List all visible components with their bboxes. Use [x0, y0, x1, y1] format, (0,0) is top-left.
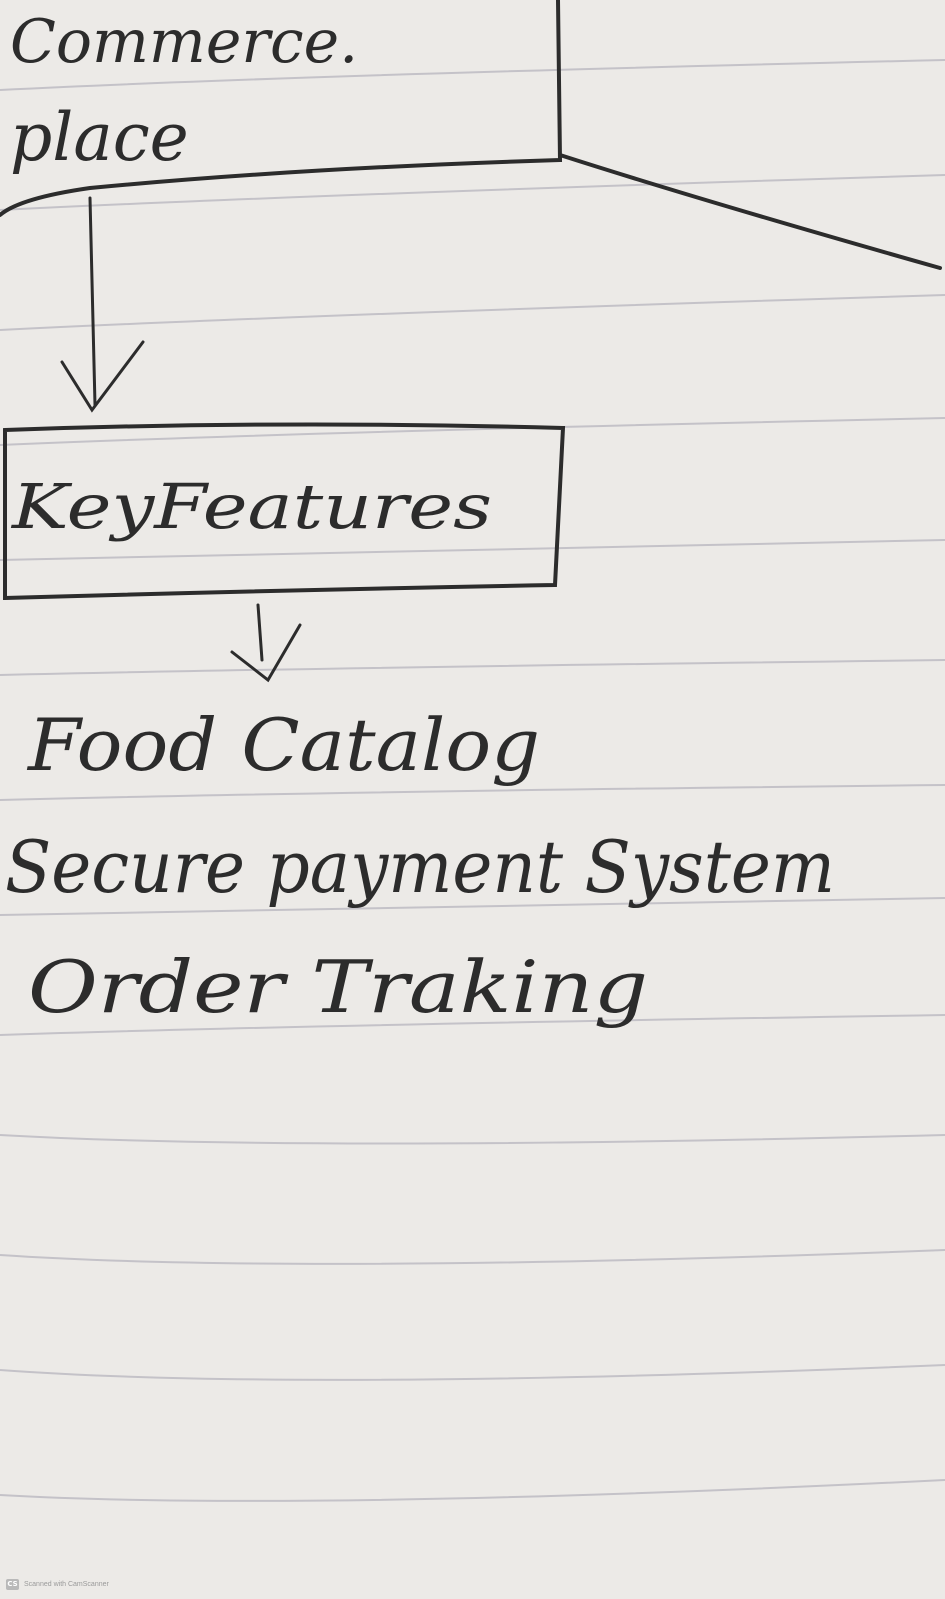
camscanner-logo: CS — [6, 1578, 19, 1590]
feature-item-secure-payment-system: Secure payment System — [5, 825, 835, 909]
ruled-line — [0, 417, 945, 446]
arrow-to-features-list — [230, 603, 302, 683]
ruled-line — [0, 1364, 945, 1381]
features-list: Food Catalog Secure payment System Order… — [5, 703, 835, 1029]
ruled-line — [0, 1014, 945, 1036]
ruled-line — [0, 897, 945, 916]
arrow-to-key-features — [60, 196, 145, 413]
ruled-line — [0, 1134, 945, 1145]
key-features-label: KeyFeatures — [11, 470, 492, 543]
arrow-head — [60, 340, 145, 413]
ruled-line — [0, 1249, 945, 1265]
arrow-shaft — [256, 603, 264, 662]
scanner-watermark: CS Scanned with CamScanner — [6, 1576, 109, 1592]
ruled-line — [0, 1479, 945, 1502]
ruled-line — [0, 294, 945, 331]
ruled-line — [0, 659, 945, 676]
watermark-text: Scanned with CamScanner — [24, 1580, 109, 1588]
connector-line — [558, 153, 942, 270]
ruled-line — [0, 174, 945, 211]
top-box — [0, 0, 942, 270]
feature-item-order-tracking: Order Traking — [28, 945, 648, 1029]
feature-item-food-catalog: Food Catalog — [26, 703, 540, 787]
key-features-box-outline — [3, 422, 566, 601]
ruled-line — [0, 784, 945, 801]
top-box-label-line1: Commerce. — [10, 7, 358, 77]
key-features-box — [3, 422, 566, 601]
top-box-outline — [0, 0, 563, 217]
ruled-line — [0, 539, 945, 561]
top-box-label-line2: place — [10, 99, 189, 176]
arrow-head — [230, 623, 302, 683]
ruled-line — [0, 59, 945, 91]
arrow-shaft — [88, 196, 97, 407]
